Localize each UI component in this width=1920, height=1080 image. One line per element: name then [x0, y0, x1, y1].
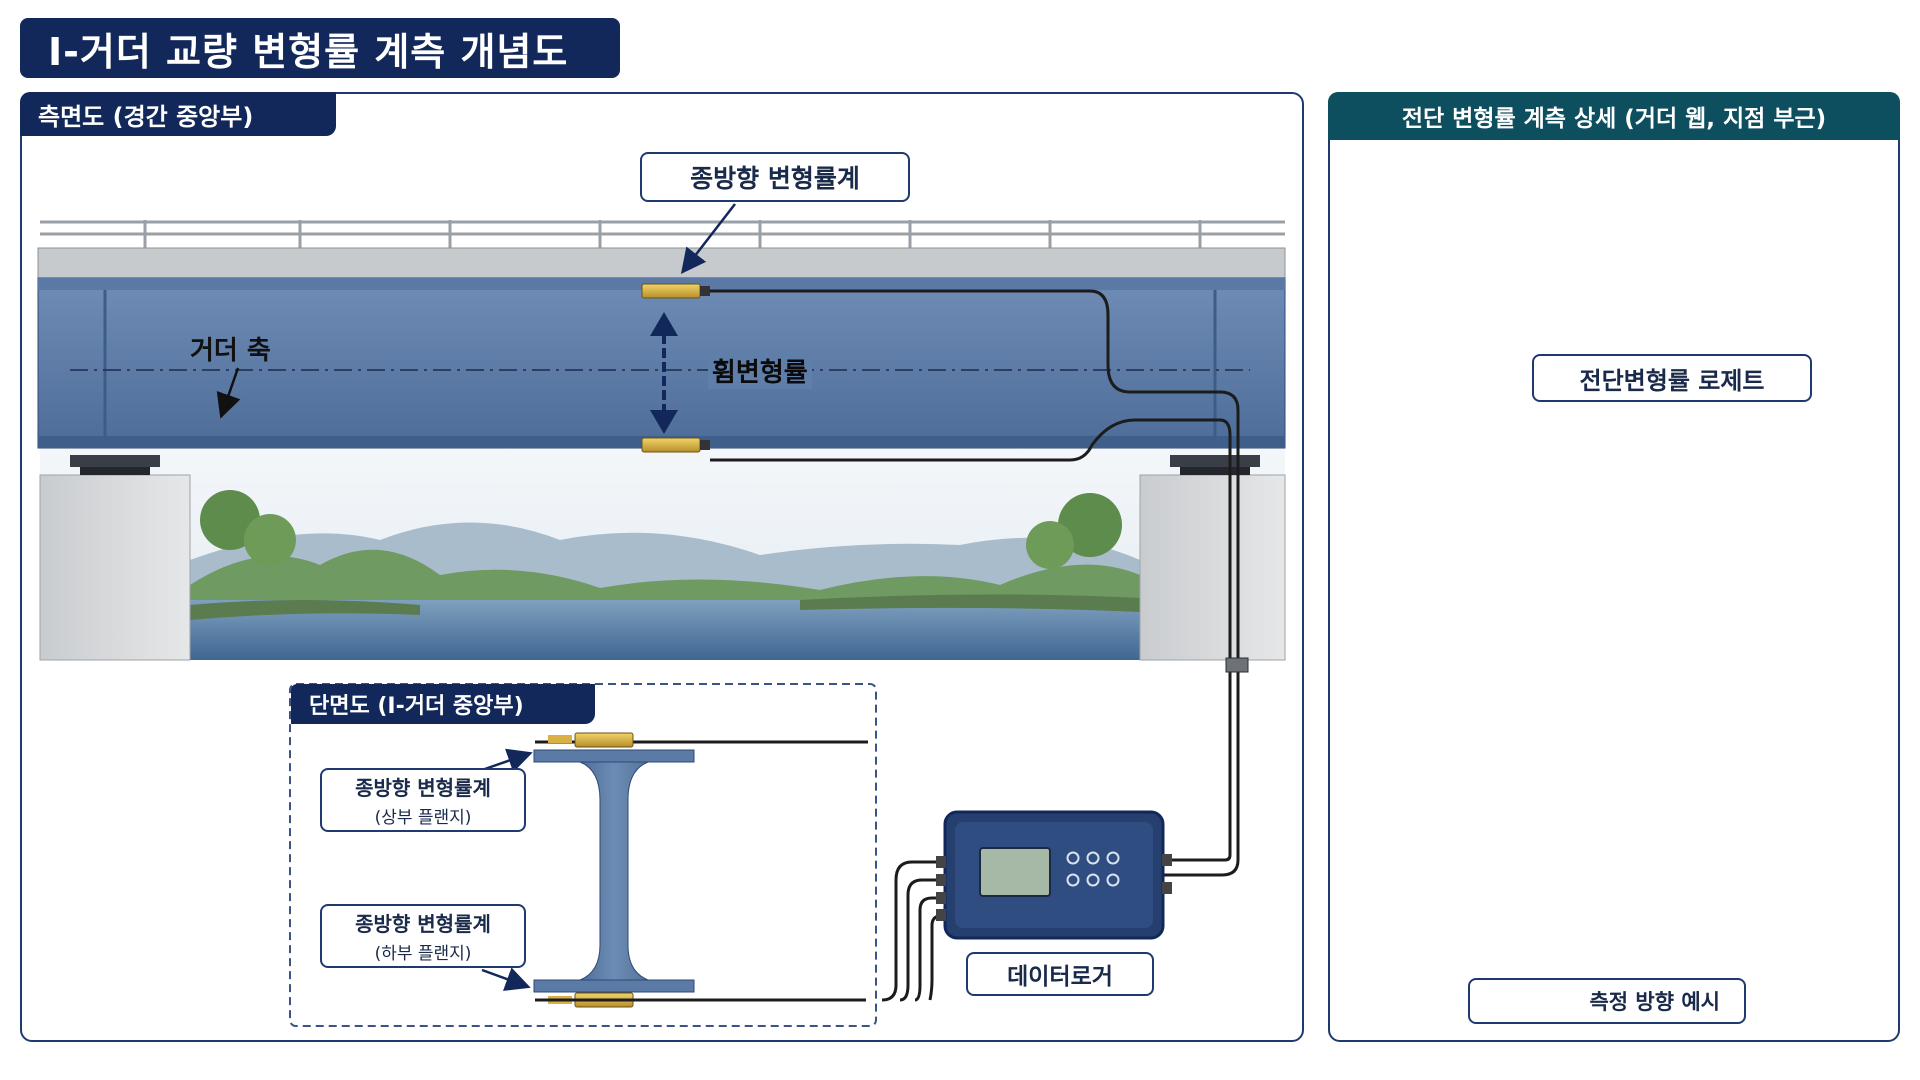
logger-input-cables: [881, 860, 946, 1002]
bridge-deck: [37, 247, 1286, 279]
page-title: I-거더 교량 변형률 계측 개념도: [20, 18, 620, 78]
bottom-flange-gauge-label: 종방향 변형률계 (하부 플랜지): [320, 904, 526, 968]
pier-right: [1139, 474, 1286, 661]
longitudinal-gauge-label-text: 종방향 변형률계: [690, 164, 860, 193]
bottom-flange-gauge-sub: (하부 플랜지): [374, 944, 472, 964]
shear-detail-tab: 전단 변형률 계측 상세 (거더 웹, 지점 부근): [1328, 92, 1900, 140]
strain-gauge-top-section: [535, 732, 868, 748]
datalogger-label-text: 데이터로거: [1007, 964, 1113, 990]
legend-label-text: 측정 방향 예시: [1589, 990, 1720, 1014]
cable-junction: [1225, 657, 1249, 673]
shear-detail-panel: [1328, 92, 1900, 1042]
datalogger-label: 데이터로거: [966, 952, 1154, 996]
pier-left: [39, 474, 191, 661]
strain-gauge-top-side: [641, 283, 710, 299]
strain-gauge-bottom-side: [641, 437, 710, 453]
side-view-tab: 측면도 (경간 중앙부): [20, 92, 336, 136]
top-flange-gauge-sub: (상부 플랜지): [374, 808, 472, 828]
top-flange-gauge-title: 종방향 변형률계: [355, 776, 491, 800]
river-landscape: [40, 440, 1285, 660]
bearing-right: [1170, 455, 1260, 475]
data-logger-device: [936, 810, 1172, 940]
legend-box: 측정 방향 예시: [1468, 978, 1746, 1024]
cable-bottom-gauge: [710, 418, 1232, 862]
rosette-label: 전단변형률 로제트: [1532, 354, 1812, 402]
strain-gauge-bottom-section: [535, 992, 866, 1008]
bearing-left: [70, 455, 160, 475]
cable-top-gauge: [710, 289, 1240, 877]
bending-strain-label: 휨변형률: [708, 352, 812, 389]
i-girder-section: [533, 749, 695, 993]
section-view-tab: 단면도 (I-거더 중앙부): [291, 684, 595, 724]
rosette-label-text: 전단변형률 로제트: [1579, 366, 1765, 395]
bottom-flange-gauge-title: 종방향 변형률계: [355, 912, 491, 936]
longitudinal-gauge-label: 종방향 변형률계: [640, 152, 910, 202]
top-flange-gauge-label: 종방향 변형률계 (상부 플랜지): [320, 768, 526, 832]
girder-axis-label: 거더 축: [190, 336, 271, 366]
bridge-railing: [40, 220, 1285, 250]
